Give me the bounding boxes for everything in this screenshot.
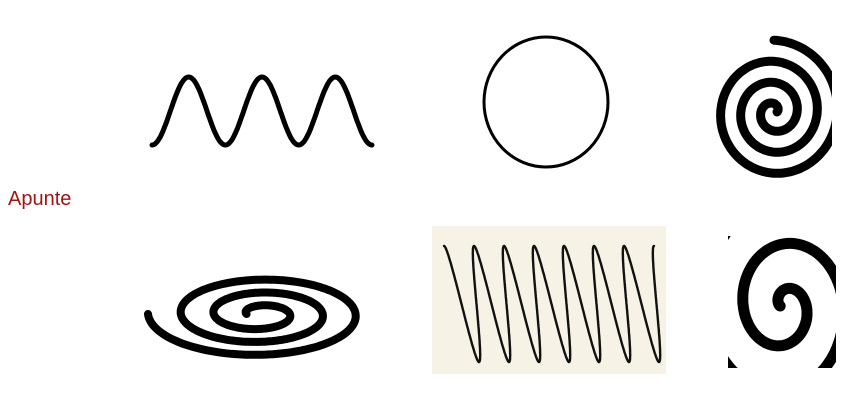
concentric-ellipses-path	[148, 280, 356, 355]
concentric-ellipses-icon	[140, 262, 380, 362]
tight-spiral-icon	[728, 236, 836, 368]
apunte-label: Apunte	[8, 187, 71, 211]
helical-coil-panel	[432, 226, 666, 374]
helical-coil-path	[444, 246, 660, 362]
helical-coil-icon	[432, 226, 666, 374]
circle-shape	[484, 37, 608, 167]
open-spiral-path	[721, 40, 832, 173]
sine-wave-path	[152, 77, 372, 145]
sine-wave-icon	[140, 66, 380, 156]
tight-spiral-path	[728, 236, 836, 368]
circle-icon	[480, 34, 612, 170]
open-spiral-icon	[704, 12, 832, 188]
